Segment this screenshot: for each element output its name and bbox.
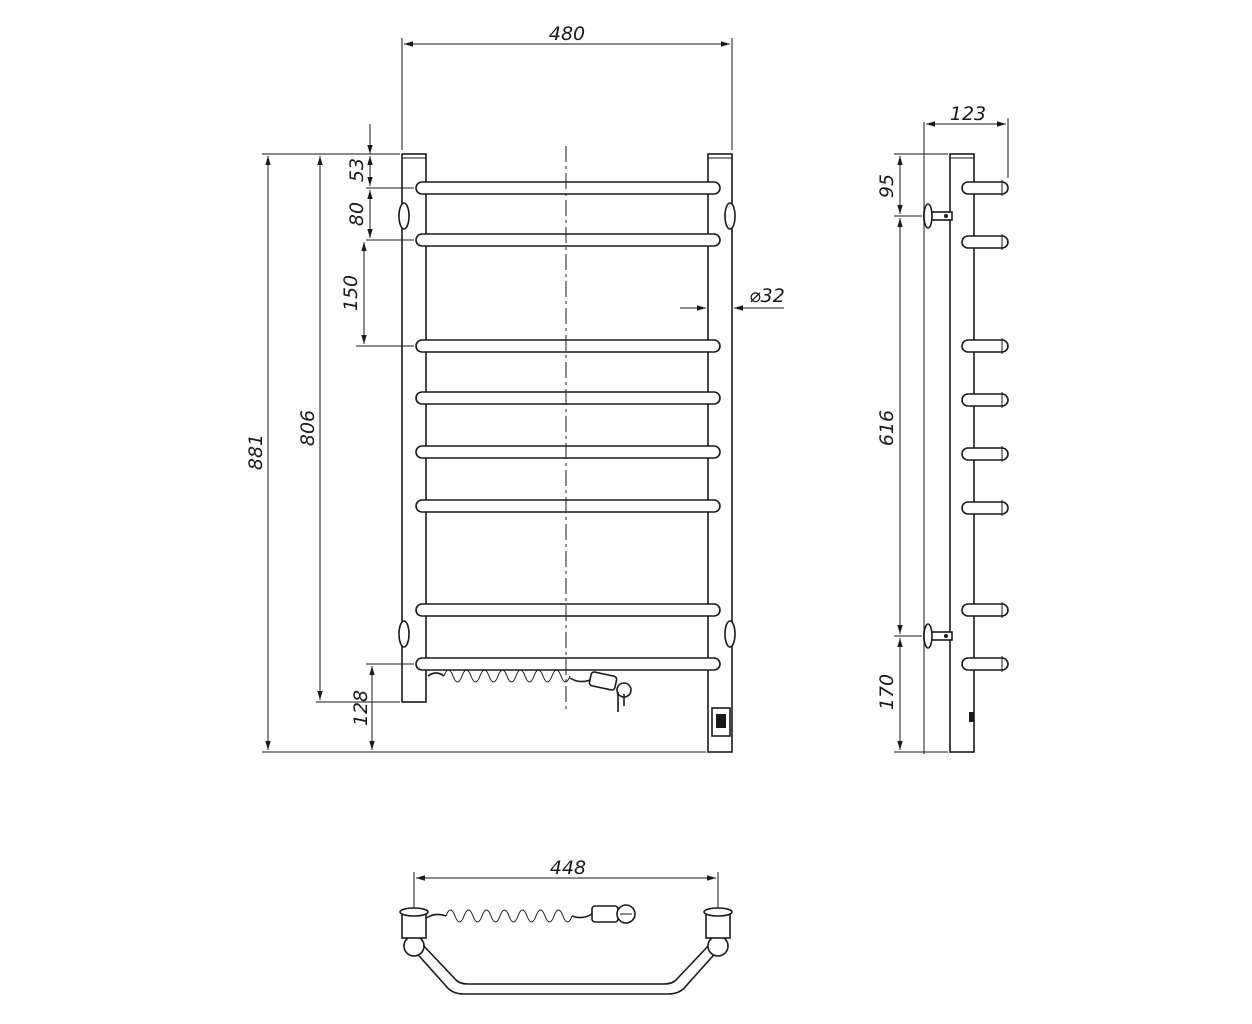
dim-top-448: 448 [413, 857, 719, 908]
depth-123-label: 123 [950, 103, 986, 125]
offset-128-label: 128 [350, 690, 372, 726]
dim-width-480: 480 [401, 23, 733, 150]
offset-53-label: 53 [346, 158, 368, 182]
side-view: 123 95 616 170 [876, 103, 1009, 754]
side-wall-brackets [923, 203, 953, 649]
heating-cable [427, 669, 632, 712]
spacing-150-label: 150 [340, 275, 362, 311]
spacing-80-label: 80 [346, 202, 368, 226]
front-view: 480 881 806 53 80 150 [245, 23, 785, 753]
top-heating-cable [425, 904, 636, 924]
dim-bottom-128: 128 [350, 663, 414, 750]
dim-depth-123: 123 [926, 103, 1009, 178]
mount-170-label: 170 [876, 674, 898, 710]
height-806-label: 806 [297, 410, 319, 446]
dim-total-height-881: 881 [245, 153, 706, 753]
dim-axis-height-806: 806 [297, 156, 400, 703]
width-480-label: 480 [549, 23, 585, 45]
mount-95-label: 95 [876, 174, 898, 198]
side-bar-stubs [961, 180, 1009, 672]
top-view: 448 [399, 857, 733, 995]
dim-spacing-chain: 53 80 150 [340, 124, 414, 347]
height-881-label: 881 [245, 434, 267, 470]
front-mount-brackets [398, 202, 736, 648]
dim-mount-chain: 95 616 170 [876, 153, 948, 753]
diameter-32-label: ⌀32 [749, 285, 785, 307]
top-end-knobs [399, 907, 733, 957]
crossbars [415, 181, 721, 671]
dim-diameter-32: ⌀32 [680, 285, 785, 311]
top-u-bar [411, 947, 721, 995]
width-448-label: 448 [550, 857, 586, 879]
mount-616-label: 616 [876, 410, 898, 446]
